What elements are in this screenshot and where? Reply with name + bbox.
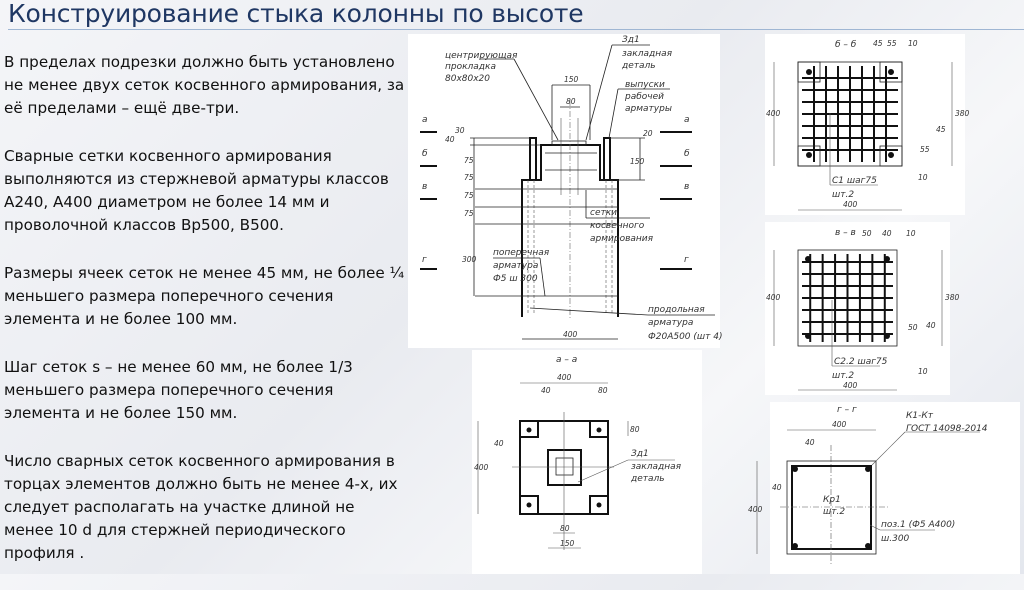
svg-text:г: г — [422, 255, 427, 265]
svg-text:20: 20 — [643, 129, 653, 138]
slide-title: Конструирование стыка колонны по высоте — [8, 0, 584, 28]
title-divider — [8, 29, 1024, 30]
svg-text:300: 300 — [462, 255, 477, 264]
paragraph: Сварные сетки косвенного армирования вып… — [4, 147, 389, 234]
svg-text:40: 40 — [541, 386, 551, 395]
paragraph: Шаг сеток s – не менее 60 мм, не более 1… — [4, 358, 353, 422]
paragraph: Размеры ячеек сеток не менее 45 мм, не б… — [4, 264, 405, 328]
svg-text:40: 40 — [926, 321, 936, 330]
svg-text:150: 150 — [560, 539, 575, 548]
svg-text:400: 400 — [563, 330, 578, 339]
svg-text:80: 80 — [560, 524, 570, 533]
svg-text:10: 10 — [918, 173, 928, 182]
svg-text:шт.2: шт.2 — [832, 371, 854, 381]
svg-text:40: 40 — [445, 135, 455, 144]
svg-text:К1-Кт: К1-Кт — [906, 411, 934, 421]
svg-text:40: 40 — [882, 229, 892, 238]
svg-text:30: 30 — [455, 126, 465, 135]
svg-text:55: 55 — [920, 145, 930, 154]
svg-text:шт.2: шт.2 — [832, 190, 854, 200]
svg-text:арматура: арматура — [648, 318, 693, 328]
svg-text:ГОСТ 14098-2014: ГОСТ 14098-2014 — [906, 424, 988, 434]
svg-text:деталь: деталь — [621, 61, 656, 71]
svg-text:деталь: деталь — [630, 474, 665, 484]
svg-text:в – в: в – в — [835, 228, 856, 238]
svg-text:55: 55 — [887, 39, 897, 48]
svg-text:75: 75 — [464, 173, 474, 182]
svg-text:80x80x20: 80x80x20 — [445, 74, 490, 84]
svg-text:400: 400 — [474, 463, 489, 472]
svg-text:10: 10 — [908, 39, 918, 48]
svg-text:150: 150 — [630, 157, 645, 166]
svg-text:400: 400 — [843, 200, 858, 209]
svg-text:Кр1: Кр1 — [823, 495, 841, 505]
svg-text:б: б — [684, 149, 690, 159]
svg-text:75: 75 — [464, 191, 474, 200]
svg-text:80: 80 — [630, 425, 640, 434]
svg-text:косвенного: косвенного — [590, 221, 645, 231]
svg-text:45: 45 — [936, 125, 946, 134]
svg-text:75: 75 — [464, 156, 474, 165]
svg-text:выпуски: выпуски — [625, 80, 665, 90]
svg-text:закладная: закладная — [631, 462, 682, 472]
svg-text:40: 40 — [494, 439, 504, 448]
svg-text:50: 50 — [908, 323, 918, 332]
svg-text:380: 380 — [945, 293, 960, 302]
svg-text:45: 45 — [873, 39, 883, 48]
svg-text:а: а — [684, 115, 690, 125]
svg-text:сетки: сетки — [590, 208, 617, 218]
body-text: В пределах подрезки должно быть установл… — [4, 51, 408, 590]
svg-text:Ф20А500 (шт 4): Ф20А500 (шт 4) — [648, 332, 722, 342]
paragraph: В пределах подрезки должно быть установл… — [4, 53, 405, 117]
svg-text:Ф5 ш 300: Ф5 ш 300 — [493, 274, 538, 284]
svg-text:10: 10 — [918, 367, 928, 376]
svg-text:400: 400 — [766, 293, 781, 302]
svg-text:400: 400 — [748, 505, 763, 514]
svg-text:80: 80 — [566, 97, 576, 106]
svg-text:10: 10 — [906, 229, 916, 238]
svg-text:Зд1: Зд1 — [631, 449, 649, 459]
svg-text:а – а: а – а — [556, 355, 577, 365]
svg-text:400: 400 — [832, 420, 847, 429]
svg-text:б – б: б – б — [835, 40, 857, 50]
svg-text:75: 75 — [464, 209, 474, 218]
svg-text:прокладка: прокладка — [445, 62, 496, 72]
section-vv-drawing: в – в 50 40 10 400 380 50 40 10 С2.2 шаг75 шт.… — [765, 222, 960, 395]
svg-text:80: 80 — [598, 386, 608, 395]
svg-text:40: 40 — [805, 438, 815, 447]
svg-text:г – г: г – г — [837, 405, 857, 415]
svg-text:400: 400 — [766, 109, 781, 118]
paragraph: Число сварных сеток косвенного армирован… — [4, 452, 398, 562]
svg-text:400: 400 — [557, 373, 572, 382]
svg-text:армирования: армирования — [590, 234, 654, 244]
svg-text:арматуры: арматуры — [625, 104, 672, 114]
svg-text:ш.300: ш.300 — [881, 534, 910, 544]
svg-text:в: в — [422, 182, 427, 192]
svg-text:продольная: продольная — [648, 305, 705, 315]
section-aa-drawing: а – а 400 40 80 80 40 400 Зд1 закладная деталь… — [472, 350, 702, 574]
svg-text:рабочей: рабочей — [624, 92, 664, 102]
svg-text:400: 400 — [843, 381, 858, 390]
svg-text:а: а — [422, 115, 428, 125]
svg-text:Зд1: Зд1 — [622, 35, 640, 45]
svg-text:центрирующая: центрирующая — [445, 51, 518, 61]
svg-text:г: г — [684, 255, 689, 265]
svg-text:С1 шаг75: С1 шаг75 — [832, 176, 877, 186]
svg-text:б: б — [422, 149, 428, 159]
svg-text:закладная: закладная — [622, 49, 673, 59]
svg-text:150: 150 — [564, 75, 579, 84]
svg-text:поперечная: поперечная — [493, 248, 550, 258]
svg-text:в: в — [684, 182, 689, 192]
svg-text:арматура: арматура — [493, 261, 538, 271]
svg-text:шт.2: шт.2 — [823, 507, 845, 517]
svg-text:40: 40 — [772, 483, 782, 492]
svg-text:50: 50 — [862, 229, 872, 238]
svg-text:поз.1 (Ф5 А400): поз.1 (Ф5 А400) — [881, 520, 955, 530]
svg-text:С2.2 шаг75: С2.2 шаг75 — [834, 357, 888, 367]
svg-text:380: 380 — [955, 109, 970, 118]
